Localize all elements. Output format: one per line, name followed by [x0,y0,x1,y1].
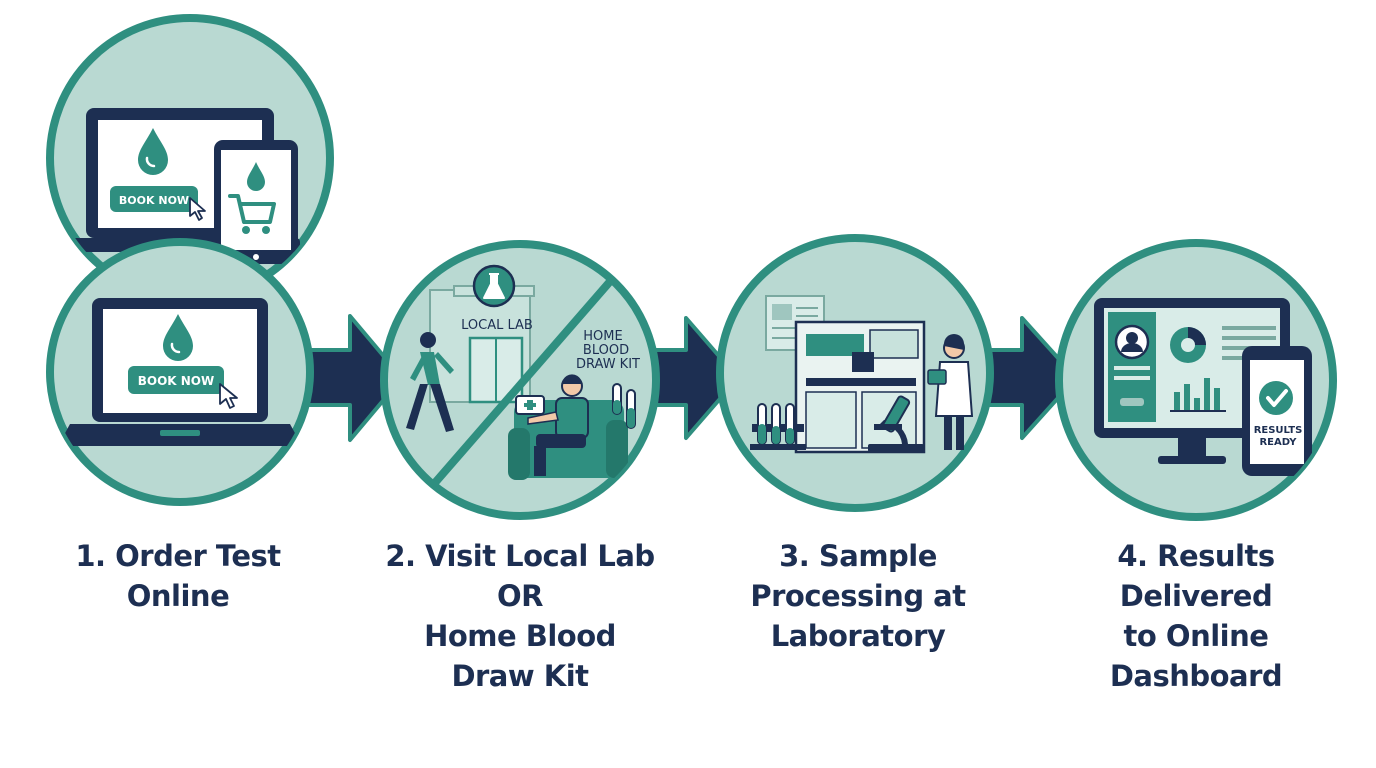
step2-caption-line-2: OR [497,579,543,613]
microscope-icon [868,395,924,452]
home-kit-label-2: BLOOD [583,343,629,358]
cursor-icon [189,197,206,221]
blood-drop-small-icon [247,162,265,191]
step4-caption: 4. Results Delivered to Online Dashboard [1058,536,1334,696]
shopping-cart-icon [228,194,276,224]
step1-caption-line-1: 1. Order Test [75,539,281,573]
arrow-3-to-4 [982,316,1078,440]
home-kit-label-3: DRAW KIT [576,357,640,372]
cursor-icon-main [219,383,238,409]
tube-rack-icon [750,403,806,450]
book-now-label-top: BOOK NOW [119,194,189,207]
step2-caption: 2. Visit Local Lab OR Home Blood Draw Ki… [370,536,670,696]
checkmark-icon [1259,381,1293,415]
step3-caption-line-3: Laboratory [770,619,946,653]
blood-drop-icon-main [163,314,193,361]
pie-chart-icon [1170,327,1206,363]
step1-main-circle: BOOK NOW [46,238,314,506]
step3-circle [716,234,994,512]
test-tube-icon [612,383,636,429]
results-ready-label-2: READY [1259,437,1297,448]
blood-drop-icon [138,128,168,175]
step3-caption-line-2: Processing at [750,579,966,613]
step4-caption-line-2: Delivered [1119,579,1273,613]
step1-caption: 1. Order Test Online [40,536,316,616]
step2-caption-line-4: Draw Kit [451,659,589,693]
step2-caption-line-1: 2. Visit Local Lab [385,539,655,573]
step4-caption-line-1: 4. Results [1117,539,1275,573]
step4-caption-line-3: to Online [1123,619,1269,653]
local-lab-label: LOCAL LAB [461,318,533,333]
bar-chart-icon [1170,378,1226,412]
step4-caption-line-4: Dashboard [1109,659,1283,693]
step3-caption-line-1: 3. Sample [779,539,937,573]
results-ready-label-1: RESULTS [1254,425,1303,436]
clipboard-icon [927,369,947,385]
book-now-button-main[interactable] [128,366,224,394]
scientist-icon [927,334,974,450]
walking-person-icon [406,332,454,432]
step3-caption: 3. Sample Processing at Laboratory [720,536,996,656]
step4-circle: RESULTS READY [1055,239,1337,521]
step1-top-circle: BOOK NOW [46,14,334,302]
home-kit-label-1: HOME [583,329,622,344]
step2-caption-line-3: Home Blood [424,619,616,653]
flask-icon [483,273,505,299]
step2-circle: LOCAL LAB HOME BLOOD DRAW KIT [380,240,660,520]
book-now-label-main: BOOK NOW [138,374,215,388]
step1-caption-line-2: Online [126,579,230,613]
book-now-button-top[interactable] [110,186,198,212]
seated-person-icon [527,374,589,476]
